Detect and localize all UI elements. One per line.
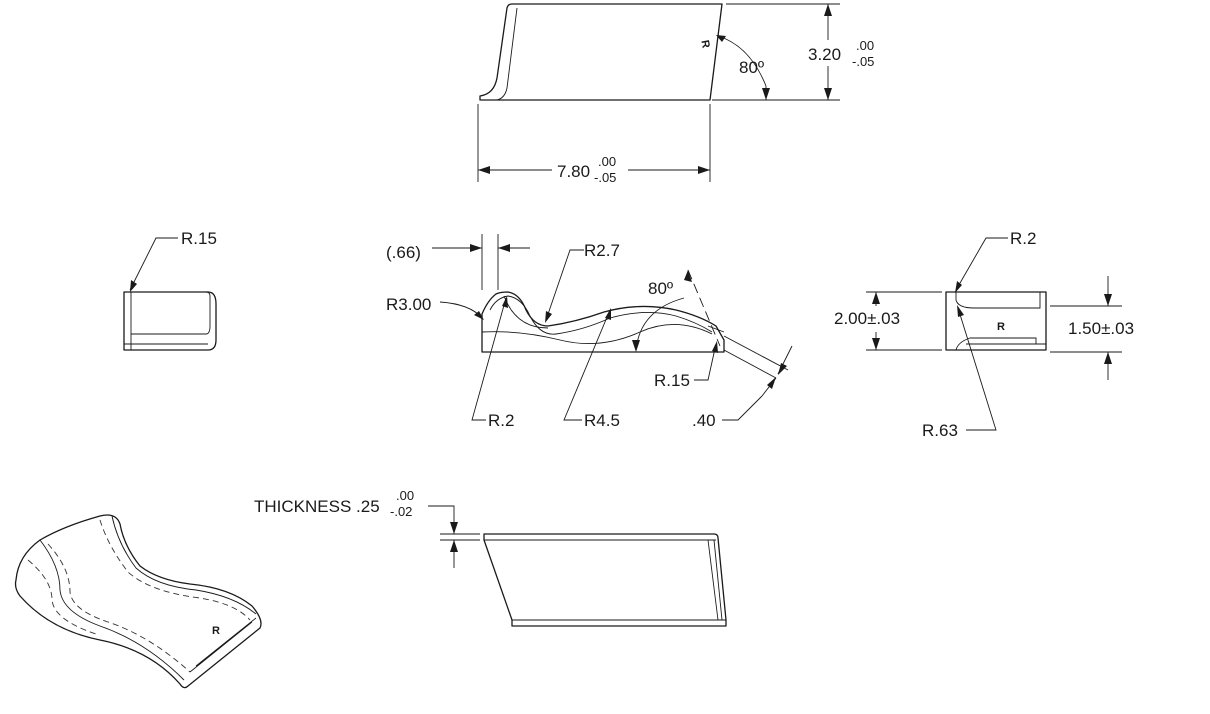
front-view-angle: 80º	[648, 279, 673, 298]
right-view-mark: R	[997, 321, 1005, 333]
front-view-tip-width: .40	[692, 411, 716, 430]
right-view-radius-top: R.2	[1010, 229, 1036, 248]
front-view-r-left: R3.00	[386, 295, 431, 314]
right-view-height-dim: 2.00±.03	[834, 309, 900, 328]
front-view-r-bottom-left: R.2	[488, 411, 514, 430]
iso-view: R	[14, 514, 262, 689]
top-view-height-tol-upper: .00	[856, 38, 874, 53]
front-view: (.66) R2.7 R3.00 80º R.2 R4.5 R.15	[386, 234, 793, 430]
iso-view-mark: R	[212, 625, 220, 637]
top-view-width-tol-upper: .00	[598, 154, 616, 169]
top-view-angle: 80º	[739, 58, 764, 77]
top-view-height-value: 3.20	[808, 45, 841, 64]
front-view-r-bottom-mid: R4.5	[584, 411, 620, 430]
front-view-r-top: R2.7	[584, 241, 620, 260]
top-view: R 80º 3.20 .00 -.05 7.80 .00 -.05	[477, 3, 874, 185]
bottom-view-thickness-label: THICKNESS .25	[254, 497, 380, 516]
bottom-view-thickness-tol-lower: -.02	[390, 504, 412, 519]
top-view-width-value: 7.80	[557, 162, 590, 181]
left-view-radius: R.15	[181, 229, 217, 248]
right-view: R R.2 2.00±.03 1.50±.03 R.63	[834, 229, 1134, 440]
bottom-view: THICKNESS .25 .00 -.02	[254, 488, 727, 627]
right-view-radius-bottom: R.63	[922, 421, 958, 440]
top-view-height-tol-lower: -.05	[852, 54, 874, 69]
front-view-ref-width: (.66)	[386, 243, 421, 262]
front-view-r-tip: R.15	[654, 371, 690, 390]
right-view-inner-dim: 1.50±.03	[1068, 319, 1134, 338]
top-view-width-tol-lower: -.05	[594, 170, 616, 185]
bottom-view-thickness-tol-upper: .00	[396, 488, 414, 503]
left-view: R.15	[123, 229, 217, 351]
top-view-mark: R	[698, 39, 711, 49]
